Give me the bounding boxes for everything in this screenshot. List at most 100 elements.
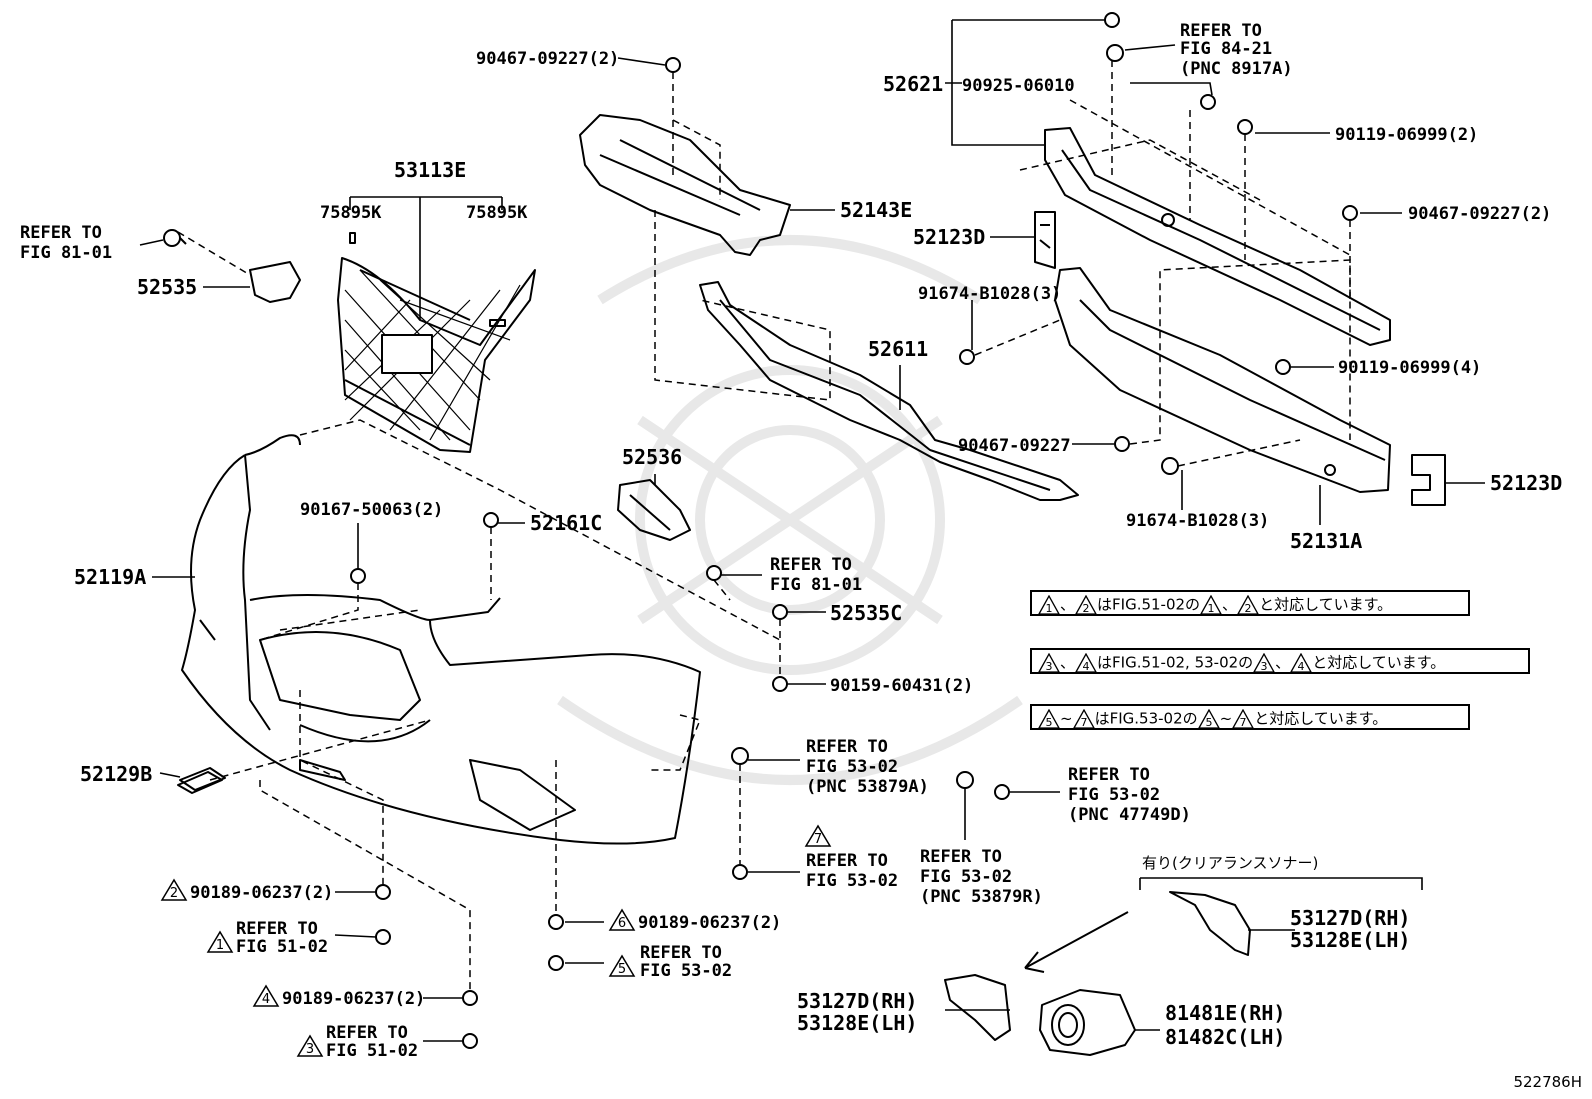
watermark-emblem xyxy=(557,235,1023,785)
note-separator: 、 xyxy=(1060,595,1076,614)
label-c01: 90467-09227(2) xyxy=(476,49,619,69)
note-separator: ~ xyxy=(1219,709,1233,728)
svg-text:3: 3 xyxy=(1046,660,1053,673)
label-c39: REFER TO xyxy=(806,851,888,871)
direction-arrow xyxy=(1024,911,1129,973)
svg-text:2: 2 xyxy=(1083,602,1090,615)
triangle-icon: 4 xyxy=(1290,652,1313,673)
label-c14: 52143E xyxy=(840,198,912,222)
figure-id: 522786H xyxy=(1513,1073,1582,1091)
note-text: はFIG.53-02の xyxy=(1094,709,1198,728)
triangle-icon: 5 xyxy=(1038,708,1060,729)
label-c12: FIG 81-01 xyxy=(20,243,112,263)
label-c09: 75895K xyxy=(320,203,382,223)
label-c52: FIG 51-02 xyxy=(326,1041,418,1061)
label-c57: 81481E(RH) xyxy=(1165,1001,1285,1025)
triangle-mark: 1 xyxy=(206,930,234,953)
leader-lines xyxy=(139,19,1485,1042)
label-c55: 53127D(RH) xyxy=(797,989,917,1013)
label-c24: 52131A xyxy=(1290,529,1362,553)
triangle-mark: 2 xyxy=(160,878,188,901)
triangle-icon: 4 xyxy=(1075,652,1098,673)
label-c32: 52129B xyxy=(80,762,152,786)
triangle-icon: 3 xyxy=(1253,652,1276,673)
label-c34: FIG 53-02 xyxy=(806,757,898,777)
note-separator: ~ xyxy=(1060,709,1073,728)
triangle-icon: 1 xyxy=(1038,594,1060,615)
fog-cover xyxy=(1039,989,1136,1056)
svg-text:3: 3 xyxy=(306,1042,314,1057)
label-c44: 90189-06237(2) xyxy=(190,883,333,903)
callout-labels: 90467-09227(2) REFER TO FIG 84-21 (PNC 8… xyxy=(20,21,1562,1061)
svg-text:7: 7 xyxy=(1240,716,1247,729)
triangle-mark: 5 xyxy=(608,954,636,977)
label-c53: 53127D(RH) xyxy=(1290,906,1410,930)
clip-75895k-left xyxy=(349,232,356,244)
label-c21: 52536 xyxy=(622,445,682,469)
label-c26: 52161C xyxy=(530,511,602,535)
triangle-mark: 6 xyxy=(608,908,636,931)
note-separator: 、 xyxy=(1060,653,1076,672)
triangle-icon: 1 xyxy=(1200,594,1223,615)
triangle-icon: 2 xyxy=(1237,594,1260,615)
label-c40: FIG 53-02 xyxy=(806,871,898,891)
svg-text:1: 1 xyxy=(216,938,224,953)
grille-part xyxy=(337,257,536,453)
triangle-icon: 3 xyxy=(1038,652,1060,673)
note-text: はFIG.51-02, 53-02の xyxy=(1097,653,1254,672)
svg-text:4: 4 xyxy=(1083,660,1090,673)
label-c15: 90467-09227(2) xyxy=(1408,204,1551,224)
note-separator: 、 xyxy=(1222,595,1238,614)
label-c31: 90159-60431(2) xyxy=(830,676,973,696)
label-c16: 52123D xyxy=(913,225,985,249)
label-c18: 52611 xyxy=(868,337,928,361)
bracket-52535 xyxy=(163,229,301,303)
label-c04: (PNC 8917A) xyxy=(1180,59,1293,79)
label-c13: 52535 xyxy=(137,275,197,299)
sonar-group-header: 有り(クリアランスソナー) xyxy=(1142,854,1319,872)
triangle-mark: 4 xyxy=(252,984,280,1007)
label-c47: 90189-06237(2) xyxy=(638,913,781,933)
note-text: と対応しています。 xyxy=(1312,653,1446,672)
bracket-52123d-bottom xyxy=(1411,454,1446,506)
label-c36: REFER TO xyxy=(1068,765,1150,785)
svg-text:3: 3 xyxy=(1261,660,1268,673)
reinforcement-52621 xyxy=(1044,94,1391,346)
label-c33: REFER TO xyxy=(806,737,888,757)
label-c05: 52621 xyxy=(883,72,943,96)
label-c50: 90189-06237(2) xyxy=(282,989,425,1009)
triangle-marks: 2 1 6 5 4 3 7 xyxy=(160,824,832,1057)
reinforcement-52131a xyxy=(1054,267,1391,493)
svg-text:1: 1 xyxy=(1208,602,1215,615)
label-c54: 53128E(LH) xyxy=(1290,928,1410,952)
label-c45: REFER TO xyxy=(236,919,318,939)
label-c22: 52123D xyxy=(1490,471,1562,495)
assembly-lines xyxy=(177,60,1351,990)
triangle-mark: 3 xyxy=(296,1034,324,1057)
label-c23: 91674-B1028(3) xyxy=(1126,511,1269,531)
label-c48: REFER TO xyxy=(640,943,722,963)
svg-text:4: 4 xyxy=(1298,660,1305,673)
label-c11: REFER TO xyxy=(20,223,102,243)
cover-52129b xyxy=(177,771,223,794)
label-c42: FIG 53-02 xyxy=(920,867,1012,887)
label-c07: 90119-06999(2) xyxy=(1335,125,1478,145)
label-c19: 90119-06999(4) xyxy=(1338,358,1481,378)
bracket-52536 xyxy=(617,479,691,541)
label-c56: 53128E(LH) xyxy=(797,1011,917,1035)
note-text: と対応しています。 xyxy=(1259,595,1393,614)
svg-text:7: 7 xyxy=(814,832,822,847)
label-c02: REFER TO xyxy=(1180,21,1262,41)
svg-text:5: 5 xyxy=(1046,716,1053,729)
svg-text:4: 4 xyxy=(262,992,270,1007)
label-c25: 90167-50063(2) xyxy=(300,500,443,520)
svg-text:2: 2 xyxy=(1245,602,1252,615)
label-c27: 52119A xyxy=(74,565,146,589)
label-c46: FIG 51-02 xyxy=(236,937,328,957)
absorber-52611 xyxy=(699,281,1079,501)
label-c10: 75895K xyxy=(466,203,528,223)
triangle-icon: 2 xyxy=(1075,594,1098,615)
bracket-52123d-top xyxy=(1034,211,1056,269)
